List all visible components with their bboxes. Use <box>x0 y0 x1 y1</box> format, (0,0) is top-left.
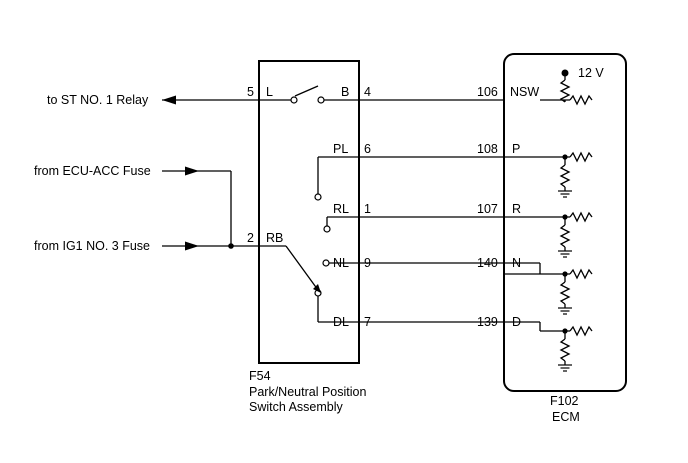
pull-down-n <box>504 269 593 315</box>
pin-r-num: 107 <box>477 202 498 216</box>
st-relay-connection: to ST NO. 1 Relay <box>47 93 259 107</box>
pin-pl-num: 6 <box>364 142 371 156</box>
switch-assembly-box <box>258 60 360 364</box>
pin-d-num: 139 <box>477 315 498 329</box>
switch-code: F54 <box>249 369 271 383</box>
pull-down-p <box>504 152 593 198</box>
pin-nsw-num: 106 <box>477 85 498 99</box>
arrow-right-icon <box>185 166 199 176</box>
pin-l-name: L <box>266 85 273 99</box>
pin-r-name: R <box>512 202 521 216</box>
pin-l-num: 5 <box>247 85 254 99</box>
pin-b-name: B <box>341 85 349 99</box>
ecm-code: F102 <box>550 394 579 408</box>
ecm-box <box>503 53 627 392</box>
pin-dl-name: DL <box>333 315 349 329</box>
pin-p-name: P <box>512 142 520 156</box>
pin-p-num: 108 <box>477 142 498 156</box>
pin-rl-name: RL <box>333 202 349 216</box>
pin-nl-name: NL <box>333 256 349 270</box>
pin-nsw-name: NSW <box>510 85 539 99</box>
switch-name-line1: Park/Neutral Position <box>249 385 366 399</box>
pull-down-r <box>504 212 593 258</box>
pin-rb-num: 2 <box>247 231 254 245</box>
arrow-left-icon <box>162 95 176 105</box>
ecu-acc-label: from ECU-ACC Fuse <box>34 164 151 178</box>
ecu-acc-connection: from ECU-ACC Fuse <box>34 164 232 246</box>
ig1-label: from IG1 NO. 3 Fuse <box>34 239 150 253</box>
ig1-connection: from IG1 NO. 3 Fuse <box>34 239 259 253</box>
junction-dot <box>228 243 234 249</box>
arrow-right-icon <box>185 241 199 251</box>
voltage-label: 12 V <box>578 66 604 80</box>
rb-wiper <box>285 245 319 291</box>
pin-b-num: 4 <box>364 85 371 99</box>
st-relay-label: to ST NO. 1 Relay <box>47 93 149 107</box>
l-b-switch <box>259 85 359 104</box>
ecm-name: ECM <box>552 410 580 424</box>
switch-name-line2: Switch Assembly <box>249 400 344 414</box>
pin-rb-name: RB <box>266 231 283 245</box>
pull-down-d <box>540 326 593 372</box>
pin-pl-name: PL <box>333 142 348 156</box>
pin-n-num: 140 <box>477 256 498 270</box>
pin-rl-num: 1 <box>364 202 371 216</box>
nsw-pullup: 12 V <box>540 66 604 105</box>
